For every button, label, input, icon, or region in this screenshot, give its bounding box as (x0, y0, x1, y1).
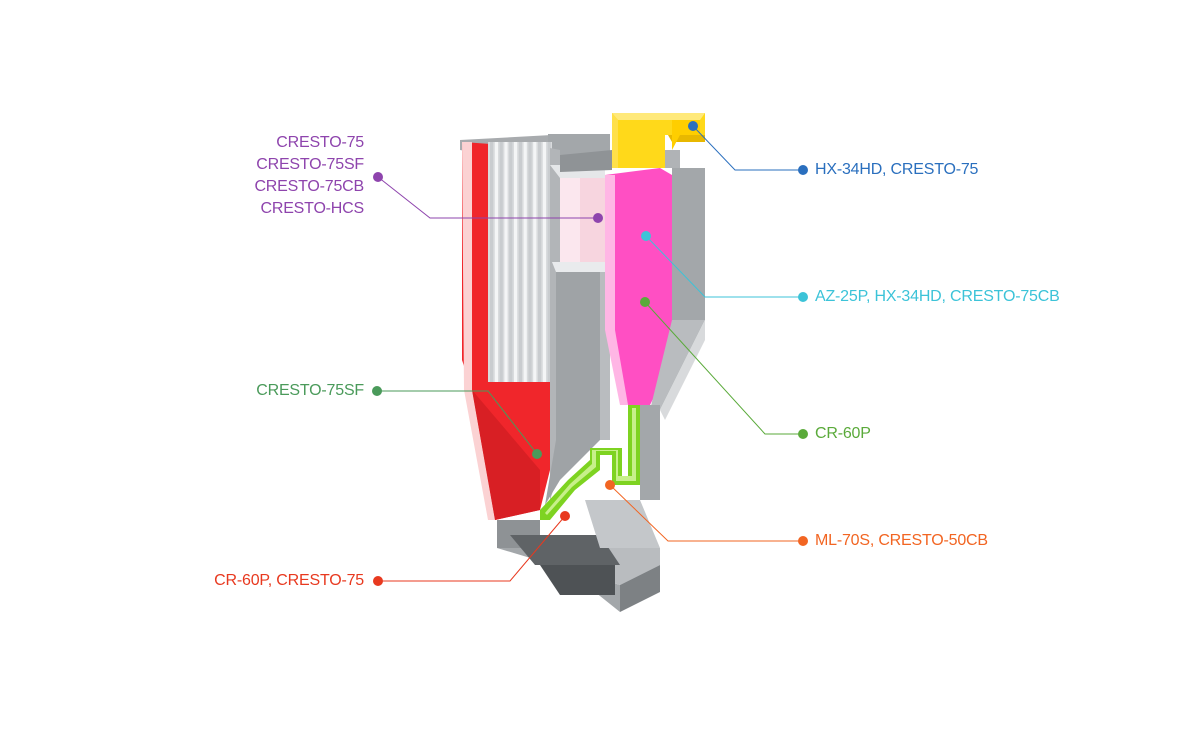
tube (518, 142, 522, 382)
tube (509, 142, 513, 382)
tube (499, 142, 503, 382)
orange-right-dot-inner (605, 480, 615, 490)
purple-callout-line-4: CRESTO-HCS (260, 200, 365, 217)
orange-left-dot-outer (373, 576, 383, 586)
green-left-leader (377, 390, 538, 455)
blue-leader (692, 125, 803, 171)
tube (547, 142, 551, 382)
blue-callout-label: HX-34HD, CRESTO-75 (815, 161, 979, 178)
tube (533, 142, 537, 382)
tube (542, 142, 546, 382)
green-left-dot-outer (372, 386, 382, 396)
blue-dot-inner (688, 121, 698, 131)
outlet-duct (612, 113, 705, 168)
loop-seal (540, 405, 660, 520)
orange-left-leader (378, 515, 566, 582)
furnace-tower (460, 134, 610, 520)
orange-right-leader (609, 484, 803, 542)
tube (504, 142, 508, 382)
tube (528, 142, 532, 382)
green-right-callout-label: CR-60P (815, 425, 871, 442)
orange-right-dot-outer (798, 536, 808, 546)
cyan-callout-label: AZ-25P, HX-34HD, CRESTO-75CB (815, 288, 1060, 305)
green-right-dot-inner (640, 297, 650, 307)
blue-dot-outer (798, 165, 808, 175)
orange-left-callout-label: CR-60P, CRESTO-75 (214, 572, 364, 589)
tube-panel (488, 142, 552, 382)
tube (538, 142, 542, 382)
green-right-leader (644, 301, 803, 435)
cyan-leader (645, 235, 803, 298)
green-left-dot-inner (532, 449, 542, 459)
purple-callout-label: CRESTO-75 CRESTO-75SF CRESTO-75CB CRESTO… (254, 132, 364, 220)
purple-leader (377, 176, 598, 219)
cyclone-housing (545, 150, 705, 505)
cyan-dot-inner (641, 231, 651, 241)
tube (523, 142, 527, 382)
cyan-dot-outer (798, 292, 808, 302)
tube (514, 142, 518, 382)
callout-dots (372, 121, 808, 586)
purple-callout-line-3: CRESTO-75CB (254, 178, 364, 195)
purple-dot-inner (593, 213, 603, 223)
orange-right-callout-label: ML-70S, CRESTO-50CB (815, 532, 988, 549)
purple-callout-line-1: CRESTO-75 (276, 134, 364, 151)
tube (490, 142, 494, 382)
tube (494, 142, 498, 382)
bottom-duct (497, 500, 660, 612)
green-right-dot-outer (798, 429, 808, 439)
orange-left-dot-inner (560, 511, 570, 521)
purple-callout-line-2: CRESTO-75SF (256, 156, 364, 173)
callout-leaders (377, 125, 803, 582)
purple-dot-outer (373, 172, 383, 182)
green-left-callout-label: CRESTO-75SF (256, 382, 364, 399)
